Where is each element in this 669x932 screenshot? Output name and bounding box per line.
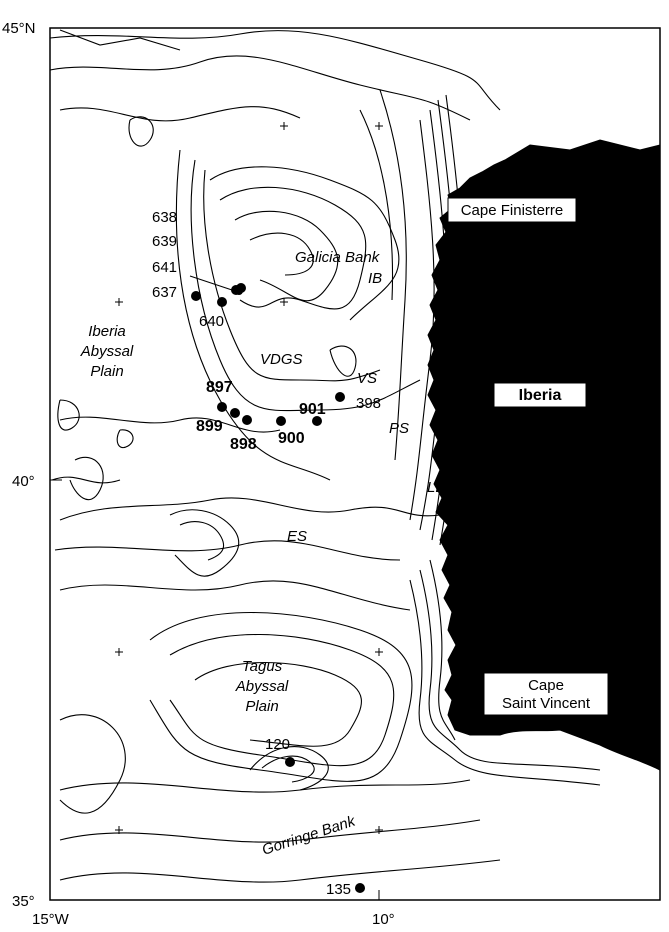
iberia-landmass — [427, 139, 661, 771]
site-135-marker — [355, 883, 365, 893]
graticule-ticks — [50, 122, 383, 900]
svg-text:Abyssal: Abyssal — [80, 343, 134, 360]
galicia-bank-label: Galicia Bank — [295, 249, 381, 266]
site-637-label: 637 — [152, 284, 177, 301]
site-641-label: 641 — [152, 259, 177, 276]
cape-finisterre-text: Cape Finisterre — [461, 202, 564, 219]
cape-saint-vincent-label: Cape Saint Vincent — [483, 672, 609, 716]
drill-site-markers — [191, 283, 365, 893]
iberia-label: Iberia — [493, 382, 587, 408]
iberia-text: Iberia — [519, 387, 562, 404]
es-label: ES — [287, 528, 307, 545]
svg-text:Tagus: Tagus — [242, 658, 283, 675]
site-640-label: 640 — [199, 313, 224, 330]
site-901-marker — [312, 416, 322, 426]
site-398-marker — [335, 392, 345, 402]
vs-label: VS — [357, 370, 377, 387]
site-898-label: 898 — [230, 436, 257, 453]
site-899-marker — [230, 408, 240, 418]
cape-saint-vincent-text-2: Saint Vincent — [502, 695, 591, 712]
tagus-abyssal-plain-label: Tagus Abyssal Plain — [235, 658, 289, 715]
site-638-label: 638 — [152, 209, 177, 226]
lat-35-label: 35° — [12, 893, 35, 910]
site-637-marker — [191, 291, 201, 301]
svg-text:Iberia: Iberia — [88, 323, 126, 340]
site-135-label: 135 — [326, 881, 351, 898]
site-897-label: 897 — [206, 379, 233, 396]
lat-40-label: 40° — [12, 473, 35, 490]
lb-label: LB — [427, 479, 445, 496]
ib-label: IB — [368, 270, 382, 287]
cape-finisterre-label: Cape Finisterre — [447, 197, 577, 223]
site-639-label: 639 — [152, 233, 177, 250]
site-901-label: 901 — [299, 401, 326, 418]
vdgs-label: VDGS — [260, 351, 303, 368]
site-398-label: 398 — [356, 395, 381, 412]
site-641-marker — [235, 287, 243, 295]
site-120-marker — [285, 757, 295, 767]
iberia-abyssal-plain-label: Iberia Abyssal Plain — [80, 323, 134, 380]
lat-45-label: 45°N — [2, 20, 36, 37]
ps-label: PS — [389, 420, 409, 437]
site-640-marker — [217, 297, 227, 307]
site-900-marker — [276, 416, 286, 426]
svg-text:Plain: Plain — [245, 698, 278, 715]
site-897-marker — [217, 402, 227, 412]
site-120-label: 120 — [265, 736, 290, 753]
lon-15w-label: 15°W — [32, 911, 70, 928]
site-899-label: 899 — [196, 418, 223, 435]
site-leader-line — [189, 275, 233, 291]
site-900-label: 900 — [278, 430, 305, 447]
lon-10-label: 10° — [372, 911, 395, 928]
cape-saint-vincent-text-1: Cape — [528, 677, 564, 694]
svg-text:Plain: Plain — [90, 363, 123, 380]
site-898-marker — [242, 415, 252, 425]
svg-text:Abyssal: Abyssal — [235, 678, 289, 695]
